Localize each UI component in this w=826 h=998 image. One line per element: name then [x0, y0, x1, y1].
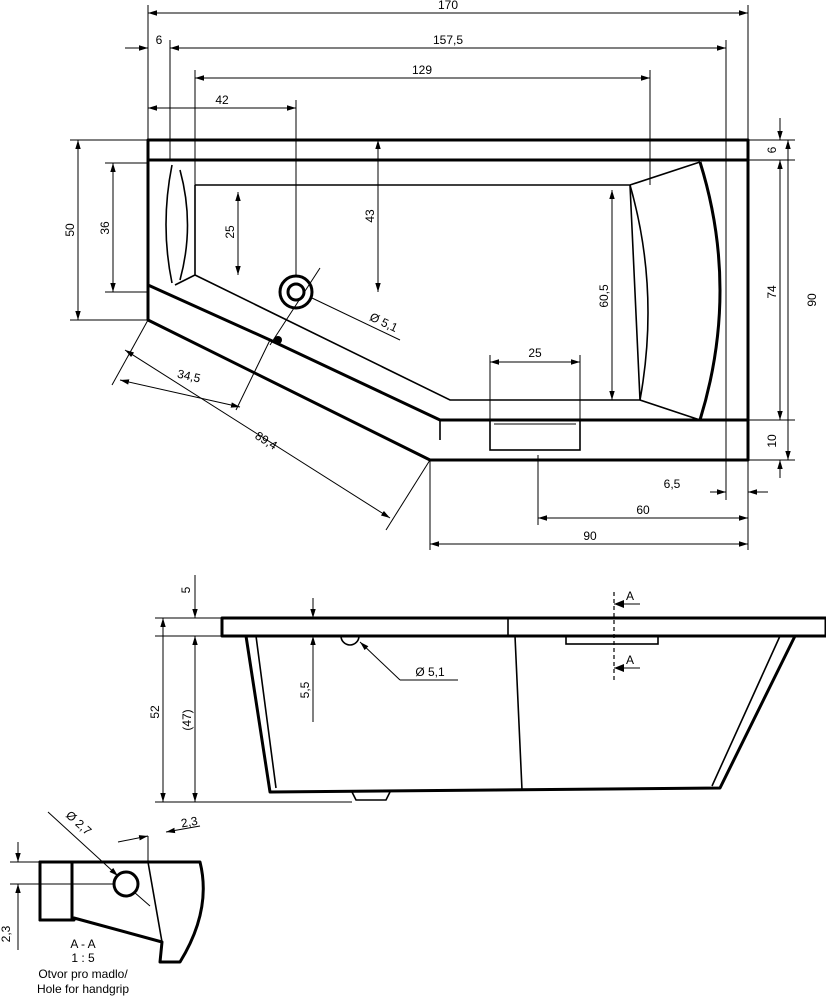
- detail-scale: 1 : 5: [71, 951, 95, 965]
- dim-bottom-60: 60: [636, 503, 650, 517]
- dim-bottom-length: 129: [412, 63, 432, 77]
- detail-caption-cz: Otvor pro madlo/: [38, 967, 128, 981]
- tub-outline: [146, 138, 750, 462]
- dim-oblique-short: 34,5: [176, 367, 202, 386]
- side-body: [244, 635, 797, 794]
- extension-lines: [70, 5, 795, 550]
- dim-oblique-long: 89,4: [253, 428, 281, 452]
- dim-right-inner: 60,5: [597, 284, 611, 308]
- left-backrest-curve: [165, 164, 189, 284]
- dim-right-rim-bottom: 10: [765, 434, 779, 448]
- overflow-dot: [274, 336, 282, 344]
- side-view: A A 5 52 (47) 5,5 Ø 5,1: [148, 575, 826, 803]
- detail-offset-top: 2,3: [180, 814, 199, 831]
- dim-bottom-offset: 6,5: [664, 477, 681, 491]
- section-label-bottom: A: [626, 653, 634, 667]
- tub-floor: [174, 161, 701, 421]
- section-label-top: A: [626, 589, 634, 603]
- side-drain-hole: [340, 635, 360, 646]
- handle-recess: [489, 419, 581, 451]
- dim-rim-6: 6: [156, 33, 163, 47]
- dim-depth-left-inner: 36: [98, 221, 112, 235]
- dim-drain-height: 5,5: [298, 681, 312, 698]
- dim-total-height: 52: [148, 705, 162, 719]
- side-rim: [220, 616, 826, 638]
- dim-side-drain-diameter: Ø 5,1: [415, 665, 445, 679]
- detail-profile: [38, 860, 205, 964]
- detail-offset-left: 2,3: [0, 925, 13, 942]
- dim-right-inner-total: 74: [765, 285, 779, 299]
- drain-outer: [278, 274, 314, 310]
- detail-section-title: A - A: [70, 937, 95, 951]
- side-drain-bump: [351, 791, 391, 801]
- top-view: 170 6 157,5 129 42 50 36 25 43 Ø 5,1 34,…: [63, 0, 819, 550]
- detail-section: Ø 2,7 2,3 2,3 A - A 1 : 5 Otvor pro madl…: [0, 808, 205, 996]
- dim-inner-length: 157,5: [433, 33, 463, 47]
- dim-drain-to-seat: 25: [223, 225, 237, 239]
- dimension-lines: [75, 10, 791, 547]
- detail-caption-en: Hole for handgrip: [37, 982, 129, 996]
- dim-right-total: 90: [805, 293, 819, 307]
- detail-inner-wall: [147, 861, 163, 943]
- dim-inner-height: (47): [180, 709, 194, 730]
- dim-right-rim-top: 6: [765, 146, 779, 153]
- right-backrest-inner: [629, 184, 649, 401]
- dim-drain-diameter: Ø 5,1: [367, 310, 400, 335]
- side-handle-recess: [565, 635, 659, 645]
- dim-drain-depth: 43: [363, 209, 377, 223]
- dim-drain-offset: 42: [215, 93, 229, 107]
- dim-overall-width: 170: [438, 0, 458, 12]
- dim-bottom-90: 90: [583, 529, 597, 543]
- drain-inner: [286, 282, 306, 302]
- dim-handle-width: 25: [528, 346, 542, 360]
- detail-hole-diameter: Ø 2,7: [63, 808, 94, 838]
- dim-depth-left: 50: [63, 223, 77, 237]
- side-body-inner: [255, 635, 781, 791]
- dim-rim-thickness: 5: [179, 586, 193, 593]
- rim-bottom-line: [147, 319, 441, 461]
- right-backrest-curve: [698, 161, 722, 421]
- detail-rim-block: [38, 860, 74, 922]
